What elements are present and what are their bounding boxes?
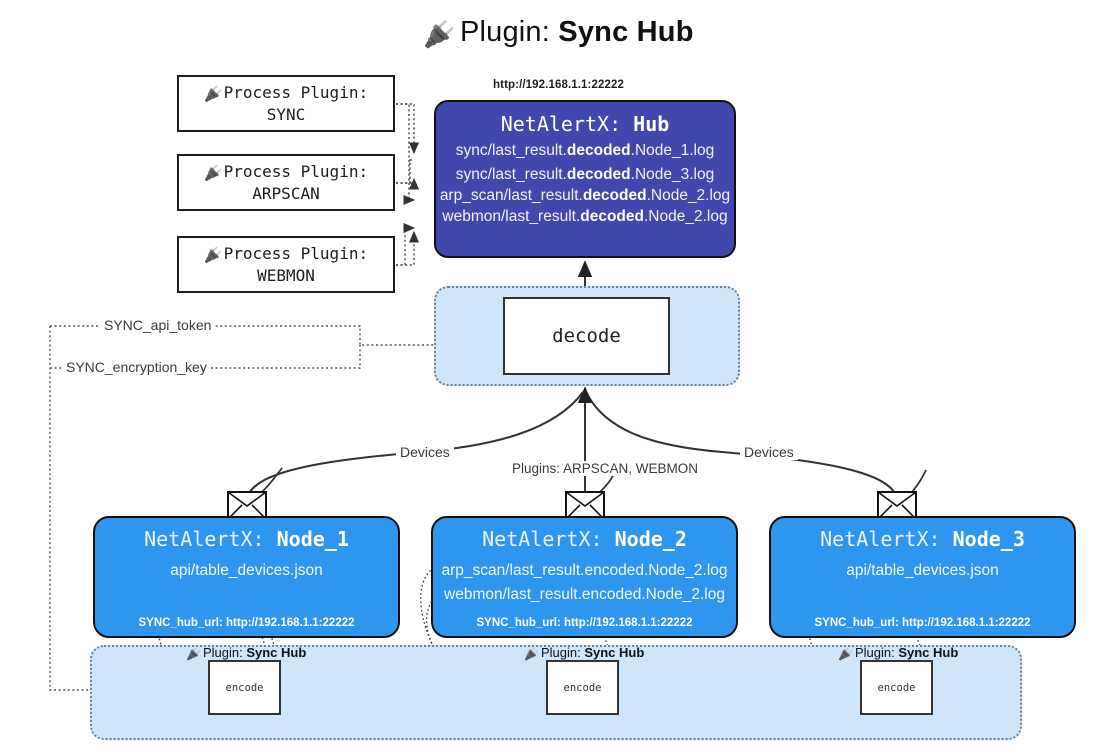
plug-icon: 🔌 bbox=[186, 647, 201, 661]
log-em: decoded bbox=[566, 166, 631, 183]
node-title: NetAlertX: Node_2 bbox=[433, 527, 736, 551]
log-em: decoded bbox=[582, 187, 647, 204]
decode-box[interactable]: decode bbox=[503, 297, 670, 375]
encode-box-node-2[interactable]: encode bbox=[546, 660, 619, 715]
process-plugin-label: Process Plugin: bbox=[223, 161, 369, 181]
log-pre: webmon/last_result. bbox=[442, 208, 581, 225]
encoder-caption-prefix: Plugin: bbox=[202, 645, 243, 660]
node-title-prefix: NetAlertX: bbox=[820, 527, 941, 551]
plug-icon: 🔌 bbox=[423, 19, 456, 49]
node-footer-url: SYNC_hub_url: http://192.168.1.1:22222 bbox=[138, 617, 355, 629]
process-plugin-sync-box[interactable]: 🔌Process Plugin: SYNC bbox=[177, 75, 395, 132]
edge-label-sync-api-token: SYNC_api_token bbox=[100, 317, 216, 333]
encoder-caption-name: Sync Hub bbox=[246, 645, 307, 660]
log-pre: sync/last_result. bbox=[455, 142, 567, 159]
node-title-prefix: NetAlertX: bbox=[482, 527, 603, 551]
node-line: api/table_devices.json bbox=[170, 562, 323, 579]
process-plugin-name: ARPSCAN bbox=[252, 184, 320, 204]
encoder-caption: 🔌Plugin: Sync Hub bbox=[838, 645, 958, 661]
node-footer-url: SYNC_hub_url: http://192.168.1.1:22222 bbox=[476, 617, 693, 629]
log-post: .Node_1.log bbox=[630, 142, 715, 159]
hub-title: NetAlertX: Hub bbox=[436, 112, 734, 136]
hub-log-line: sync/last_result.decoded.Node_1.log bbox=[436, 142, 734, 160]
process-plugin-arpscan-box[interactable]: 🔌Process Plugin: ARPSCAN bbox=[177, 154, 395, 211]
plug-icon: 🔌 bbox=[524, 647, 539, 661]
plug-icon: 🔌 bbox=[838, 647, 853, 661]
node-line: webmon/last_result.encoded.Node_2.log bbox=[444, 586, 725, 603]
plug-icon: 🔌 bbox=[203, 245, 223, 264]
hub-node[interactable]: NetAlertX: Hub sync/last_result.decoded.… bbox=[434, 100, 736, 258]
node-title: NetAlertX: Node_1 bbox=[95, 527, 398, 551]
hub-log-line: arp_scan/last_result.decoded.Node_2.log bbox=[436, 187, 734, 205]
node-title-prefix: NetAlertX: bbox=[144, 527, 265, 551]
node-title-name: Node_3 bbox=[952, 527, 1025, 551]
plug-icon: 🔌 bbox=[203, 163, 223, 182]
process-plugin-label: Process Plugin: bbox=[223, 243, 369, 263]
page-title-name: Sync Hub bbox=[558, 16, 694, 48]
edge-label-devices-right: Devices bbox=[740, 444, 798, 460]
node-1[interactable]: NetAlertX: Node_1 api/table_devices.json… bbox=[93, 516, 400, 638]
log-em: decoded bbox=[580, 208, 644, 225]
encode-box-node-1[interactable]: encode bbox=[208, 660, 281, 715]
node-footer-url: SYNC_hub_url: http://192.168.1.1:22222 bbox=[814, 617, 1031, 629]
encoder-caption-prefix: Plugin: bbox=[854, 645, 895, 660]
node-title-name: Node_2 bbox=[614, 527, 687, 551]
page-title: 🔌Plugin: Sync Hub bbox=[0, 16, 1117, 50]
process-plugin-label: Process Plugin: bbox=[223, 82, 369, 102]
hub-url-label: http://192.168.1.1:22222 bbox=[493, 79, 624, 91]
envelope-icon bbox=[227, 491, 267, 520]
node-line: api/table_devices.json bbox=[846, 562, 999, 579]
node-2[interactable]: NetAlertX: Node_2 arp_scan/last_result.e… bbox=[431, 516, 738, 638]
encoder-caption-name: Sync Hub bbox=[584, 645, 645, 660]
edge-label-plugins-center: Plugins: ARPSCAN, WEBMON bbox=[508, 461, 703, 476]
node-line: arp_scan/last_result.encoded.Node_2.log bbox=[441, 562, 728, 579]
envelope-icon bbox=[565, 491, 605, 520]
log-post: .Node_3.log bbox=[630, 166, 715, 183]
edge-label-devices-left: Devices bbox=[396, 444, 454, 460]
process-plugin-name: SYNC bbox=[266, 105, 306, 125]
node-title: NetAlertX: Node_3 bbox=[771, 527, 1074, 551]
log-post: .Node_2.log bbox=[643, 208, 728, 225]
encode-box-node-3[interactable]: encode bbox=[860, 660, 933, 715]
hub-title-name: Hub bbox=[633, 112, 670, 136]
log-post: .Node_2.log bbox=[646, 187, 731, 204]
process-plugin-name: WEBMON bbox=[257, 266, 315, 286]
hub-log-line: sync/last_result.decoded.Node_3.log bbox=[436, 166, 734, 184]
encoder-caption: 🔌Plugin: Sync Hub bbox=[186, 645, 306, 661]
hub-title-prefix: NetAlertX: bbox=[500, 112, 622, 136]
edge-label-sync-encryption-key: SYNC_encryption_key bbox=[62, 359, 211, 375]
log-pre: sync/last_result. bbox=[455, 166, 567, 183]
log-pre: arp_scan/last_result. bbox=[439, 187, 583, 204]
hub-log-line: webmon/last_result.decoded.Node_2.log bbox=[436, 208, 734, 226]
log-em: decoded bbox=[566, 142, 631, 159]
node-3[interactable]: NetAlertX: Node_3 api/table_devices.json… bbox=[769, 516, 1076, 638]
encoder-caption: 🔌Plugin: Sync Hub bbox=[524, 645, 644, 661]
encoder-caption-name: Sync Hub bbox=[898, 645, 959, 660]
encoder-caption-prefix: Plugin: bbox=[540, 645, 581, 660]
page-title-prefix: Plugin: bbox=[459, 16, 551, 48]
process-plugin-webmon-box[interactable]: 🔌Process Plugin: WEBMON bbox=[177, 236, 395, 293]
node-title-name: Node_1 bbox=[276, 527, 349, 551]
